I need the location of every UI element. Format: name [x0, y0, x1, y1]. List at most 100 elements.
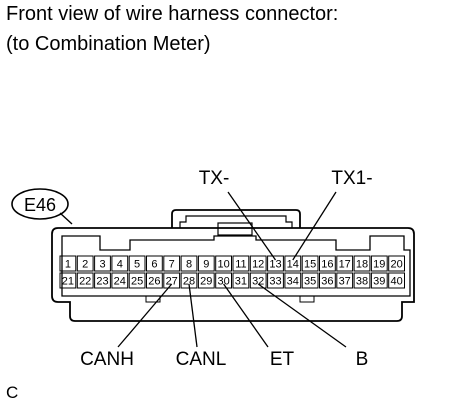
pin-cell — [319, 255, 336, 272]
signal-leaders — [117, 191, 347, 348]
pin-number: 9 — [203, 259, 209, 271]
pin-number: 17 — [339, 259, 351, 271]
pin-cell — [232, 272, 250, 289]
connector-lock-tab — [171, 209, 301, 228]
signal-leader-line — [223, 283, 269, 348]
pin-number: 34 — [287, 276, 299, 288]
pin-number: 16 — [321, 259, 333, 271]
pin-number: 38 — [356, 276, 368, 288]
diagram-title-line1: Front view of wire harness connector: — [6, 3, 339, 25]
pin-cell — [370, 255, 388, 272]
pin-cell — [336, 255, 354, 272]
pin-number: 14 — [287, 259, 299, 271]
pin-number: 7 — [169, 259, 175, 271]
pin-number: 3 — [99, 259, 105, 271]
pin-cell — [180, 255, 198, 272]
pin-cell — [249, 272, 267, 289]
signal-label-canl: CANL — [176, 349, 227, 370]
pin-cell — [353, 255, 371, 272]
pin-cell — [284, 255, 302, 272]
pin-number: 4 — [117, 259, 123, 271]
pin-number: 5 — [134, 259, 140, 271]
pin-number: 22 — [79, 276, 91, 288]
signal-label-et: ET — [270, 349, 295, 370]
pin-cell — [163, 255, 181, 272]
pin-cell — [319, 272, 336, 289]
pin-number: 28 — [183, 276, 195, 288]
pin-cell — [197, 272, 215, 289]
pin-cell — [301, 255, 319, 272]
pin-number: 32 — [252, 276, 264, 288]
connector-lock-tab-inner — [179, 215, 293, 228]
pin-cell — [284, 272, 302, 289]
pin-number: 30 — [217, 276, 229, 288]
pin-number: 24 — [114, 276, 126, 288]
pin-cell — [111, 272, 129, 289]
pin-cell — [336, 272, 354, 289]
diagram-title-line2: (to Combination Meter) — [6, 33, 211, 55]
pin-cell — [59, 272, 77, 289]
pin-number: 23 — [96, 276, 108, 288]
connector-key-slot — [299, 295, 315, 303]
pin-number: 33 — [269, 276, 281, 288]
connector-code-oval — [11, 188, 69, 220]
pin-number: 37 — [339, 276, 351, 288]
pin-cell — [370, 272, 388, 289]
signal-label-b: B — [356, 349, 369, 370]
pin-number: 27 — [166, 276, 178, 288]
pin-cell — [301, 272, 319, 289]
signal-leader-line — [117, 283, 173, 348]
pin-number: 18 — [356, 259, 368, 271]
pin-number: 29 — [200, 276, 212, 288]
pin-number: 13 — [269, 259, 281, 271]
pin-number: 26 — [148, 276, 160, 288]
pin-cell — [128, 272, 146, 289]
pin-cell — [76, 255, 94, 272]
pin-cell — [388, 255, 406, 272]
pin-cell — [128, 255, 146, 272]
pin-cell — [146, 255, 163, 272]
connector-key-slot — [145, 295, 161, 303]
connector-code-leader — [59, 212, 73, 225]
pin-cell — [59, 255, 77, 272]
pin-number: 21 — [62, 276, 74, 288]
pin-number: 2 — [82, 259, 88, 271]
pin-number: 11 — [235, 259, 246, 271]
pin-number: 1 — [65, 259, 71, 271]
pin-cell — [111, 255, 129, 272]
pin-number: 6 — [151, 259, 157, 271]
pin-cell — [94, 272, 111, 289]
pin-number: 19 — [373, 259, 385, 271]
pin-number: 36 — [321, 276, 333, 288]
pin-cell — [232, 255, 250, 272]
pin-number: 35 — [304, 276, 316, 288]
pin-cell — [146, 272, 163, 289]
pin-cell — [215, 272, 232, 289]
pin-number: 40 — [390, 276, 402, 288]
pin-number: 20 — [390, 259, 402, 271]
signal-leader-line — [227, 191, 277, 261]
pin-number: 10 — [217, 259, 229, 271]
pin-cell — [353, 272, 371, 289]
connector-housing — [51, 227, 415, 322]
connector-lock-window — [217, 222, 253, 236]
pin-cell — [388, 272, 406, 289]
signal-leader-line — [188, 283, 198, 348]
pin-cell — [197, 255, 215, 272]
signal-label-tx: TX- — [199, 168, 230, 189]
pin-cell — [94, 255, 111, 272]
pin-number: 31 — [235, 276, 247, 288]
pin-cell — [163, 272, 181, 289]
pin-number: 8 — [186, 259, 192, 271]
signal-label-canh: CANH — [80, 349, 134, 370]
pin-number: 12 — [252, 259, 264, 271]
pin-number: 39 — [373, 276, 385, 288]
signal-leader-line — [257, 283, 347, 348]
pin-cell — [267, 255, 284, 272]
pin-cell — [249, 255, 267, 272]
pin-number: 25 — [131, 276, 143, 288]
signal-leader-line — [292, 191, 337, 261]
signal-label-tx1: TX1- — [331, 168, 372, 189]
figure-letter: C — [6, 383, 18, 402]
